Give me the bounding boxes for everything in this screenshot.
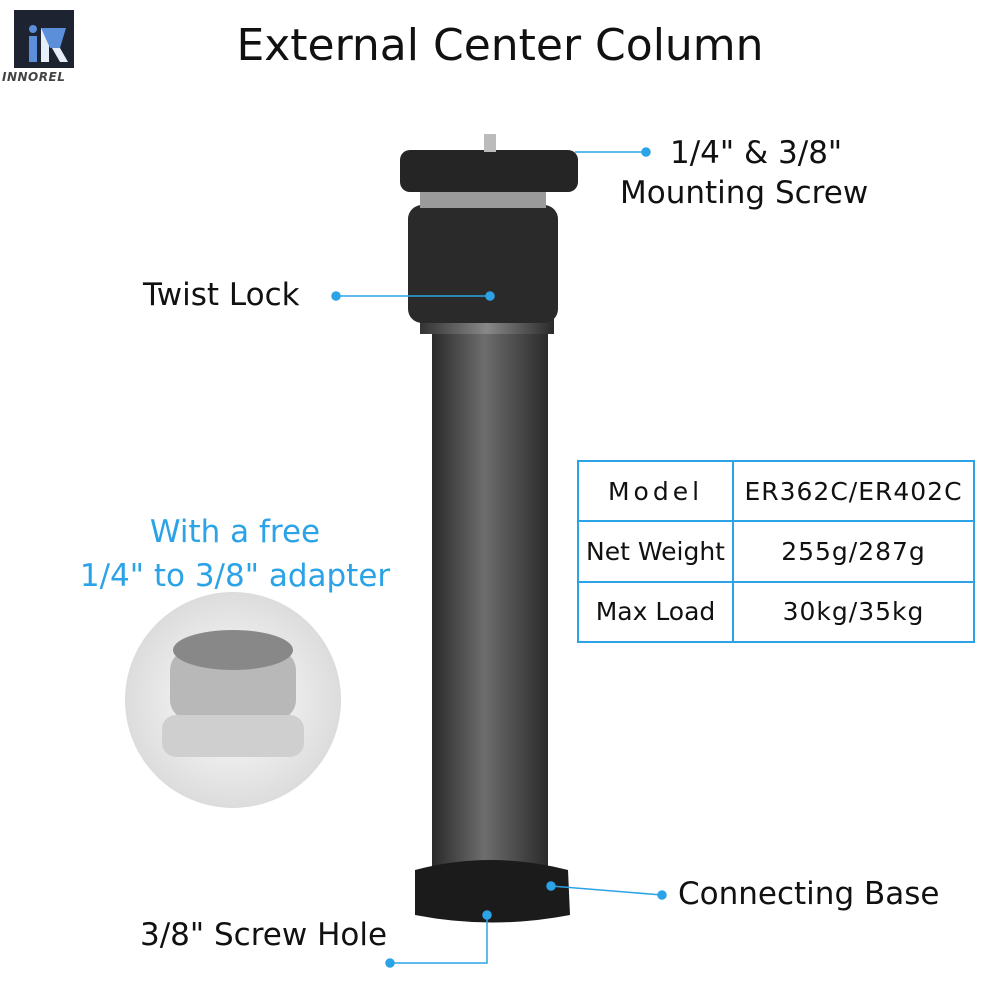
adapter-image	[125, 592, 341, 808]
callout-mounting-screw-line2: Mounting Screw	[620, 175, 869, 211]
spec-label: Model	[577, 459, 734, 523]
brand-logo	[14, 10, 74, 68]
callout-connecting-base: Connecting Base	[678, 876, 940, 912]
spec-label: Max Load	[577, 580, 734, 644]
spec-value: ER362C/ER402C	[732, 459, 975, 523]
brand-name: INNOREL	[2, 70, 66, 84]
adapter-note: With a free 1/4" to 3/8" adapter	[40, 510, 430, 598]
callout-twist-lock: Twist Lock	[143, 277, 300, 313]
adapter-line2: 1/4" to 3/8" adapter	[79, 558, 391, 594]
center-column	[400, 134, 578, 923]
callout-mounting-screw-line1: 1/4" & 3/8"	[670, 135, 843, 171]
spec-value: 30kg/35kg	[732, 580, 975, 644]
logo-mark-icon	[29, 25, 68, 62]
page-title: External Center Column	[236, 20, 764, 71]
callout-screw-hole: 3/8" Screw Hole	[140, 917, 388, 953]
adapter-line1: With a free	[149, 514, 321, 550]
spec-value: 255g/287g	[732, 520, 975, 583]
callout-lines	[331, 147, 667, 968]
spec-label: Net Weight	[577, 520, 734, 583]
